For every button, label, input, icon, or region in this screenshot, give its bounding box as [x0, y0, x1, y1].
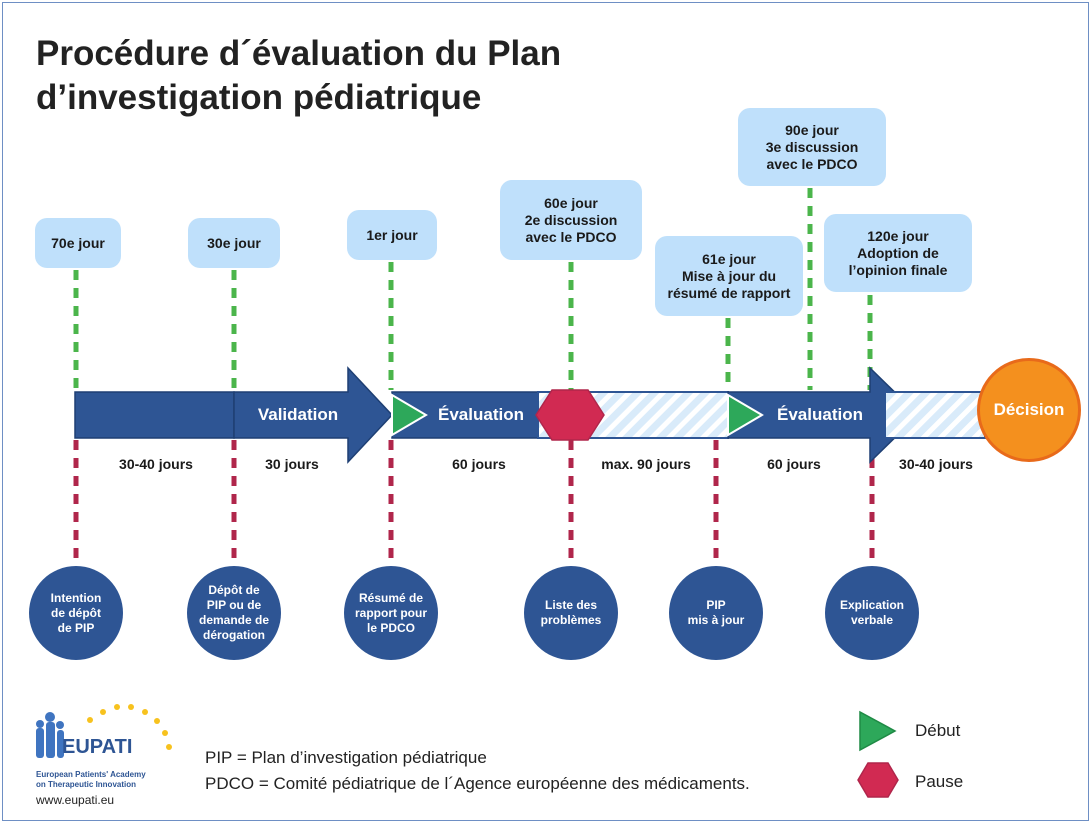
- legend-pip: PIP = Plan d’investigation pédiatrique: [205, 748, 487, 767]
- event-text: de dépôt: [51, 605, 101, 620]
- milestone-text: 1er jour: [366, 226, 418, 243]
- milestone-text: Mise à jour du: [681, 267, 777, 284]
- event-text: Dépôt de: [208, 583, 260, 597]
- evaluation-label-1: Évaluation: [438, 405, 524, 424]
- milestone-box-1er: 1er jour: [347, 210, 437, 260]
- milestone-box-90e: 90e jour 3e discussion avec le PDCO: [738, 108, 886, 186]
- milestone-text: 90e jour: [785, 121, 839, 138]
- event-text: mis à jour: [687, 613, 745, 627]
- logo-url: www.eupati.eu: [36, 793, 115, 807]
- legend-start-label: Début: [915, 721, 961, 740]
- milestone-text: 30e jour: [207, 234, 261, 251]
- legend-pdco: PDCO = Comité pédiatrique de l´Agence eu…: [205, 774, 750, 793]
- event-text: PIP: [706, 598, 726, 612]
- event-text: Intention: [50, 590, 102, 605]
- event-circle-pip: PIP mis à jour: [669, 566, 763, 660]
- milestone-text: 61e jour: [702, 250, 756, 267]
- milestone-text: Adoption de: [857, 244, 939, 261]
- event-circle-liste: Liste des problèmes: [524, 566, 618, 660]
- milestone-text: 2e discussion: [524, 211, 618, 228]
- milestone-text: 70e jour: [51, 234, 105, 251]
- milestone-box-70e: 70e jour: [35, 218, 121, 268]
- legend-pause-label: Pause: [915, 772, 964, 791]
- event-text: verbale: [850, 613, 894, 627]
- milestone-text: avec le PDCO: [766, 155, 858, 172]
- event-text: dérogation: [203, 628, 265, 642]
- duration-label: 30-40 jours: [899, 456, 973, 472]
- final-striped: [884, 391, 986, 439]
- event-circle-intention: Intention de dépôt de PIP: [29, 566, 123, 660]
- bottom-connectors: [73, 440, 875, 566]
- decision-label: Décision: [993, 400, 1065, 419]
- prefiling-bar: [74, 391, 235, 439]
- start-marker-1: [391, 393, 428, 437]
- pause-marker: [535, 389, 605, 441]
- duration-label: 60 jours: [452, 456, 506, 472]
- milestone-text: avec le PDCO: [525, 228, 617, 245]
- event-text: PIP ou de: [206, 598, 262, 612]
- evaluation-label-2: Évaluation: [777, 405, 863, 424]
- milestone-box-120e: 120e jour Adoption de l’opinion finale: [824, 214, 972, 292]
- event-text: Résumé de: [358, 590, 424, 605]
- event-circle-resume: Résumé de rapport pour le PDCO: [344, 566, 438, 660]
- event-text: Explication: [839, 598, 904, 612]
- legend-pause-icon: [857, 762, 899, 798]
- event-text: le PDCO: [366, 620, 415, 635]
- milestone-text: résumé de rapport: [667, 284, 791, 301]
- title-line-1: Procédure d´évaluation du Plan: [36, 34, 562, 73]
- decision-circle: Décision: [977, 358, 1081, 462]
- start-marker-2: [727, 393, 764, 437]
- event-circle-explication: Explication verbale: [825, 566, 919, 660]
- page-title: Procédure d´évaluation du Plan d’investi…: [36, 32, 736, 120]
- event-text: rapport pour: [355, 605, 427, 620]
- duration-label: max. 90 jours: [601, 456, 691, 472]
- eupati-logo: [36, 704, 172, 758]
- logo-stars-icon: [87, 704, 172, 750]
- duration-label: 30-40 jours: [119, 456, 193, 472]
- logo-subtitle-2: on Therapeutic Innovation: [36, 780, 137, 789]
- event-text: demande de: [198, 613, 270, 627]
- milestone-text: 120e jour: [867, 227, 929, 244]
- milestone-text: 60e jour: [544, 194, 598, 211]
- logo-people-icon: [36, 712, 64, 758]
- milestone-text: l’opinion finale: [848, 261, 948, 278]
- logo-subtitle-1: European Patients' Academy: [36, 770, 146, 779]
- logo-wordmark: EUPATI: [62, 736, 133, 758]
- duration-label: 30 jours: [265, 456, 319, 472]
- event-text: Liste des: [544, 598, 598, 612]
- title-line-2: d’investigation pédiatrique: [36, 78, 482, 117]
- milestone-text: 3e discussion: [765, 138, 859, 155]
- duration-label: 60 jours: [767, 456, 821, 472]
- legend-start-icon: [859, 710, 897, 752]
- validation-label: Validation: [257, 405, 339, 424]
- event-circle-depot: Dépôt de PIP ou de demande de dérogation: [187, 566, 281, 660]
- milestone-box-60e: 60e jour 2e discussion avec le PDCO: [500, 180, 642, 260]
- event-text: problèmes: [540, 613, 602, 627]
- validation-arrow: [233, 366, 394, 464]
- milestone-box-30e: 30e jour: [188, 218, 280, 268]
- milestone-box-61e: 61e jour Mise à jour du résumé de rappor…: [655, 236, 803, 316]
- event-text: de PIP: [57, 620, 95, 635]
